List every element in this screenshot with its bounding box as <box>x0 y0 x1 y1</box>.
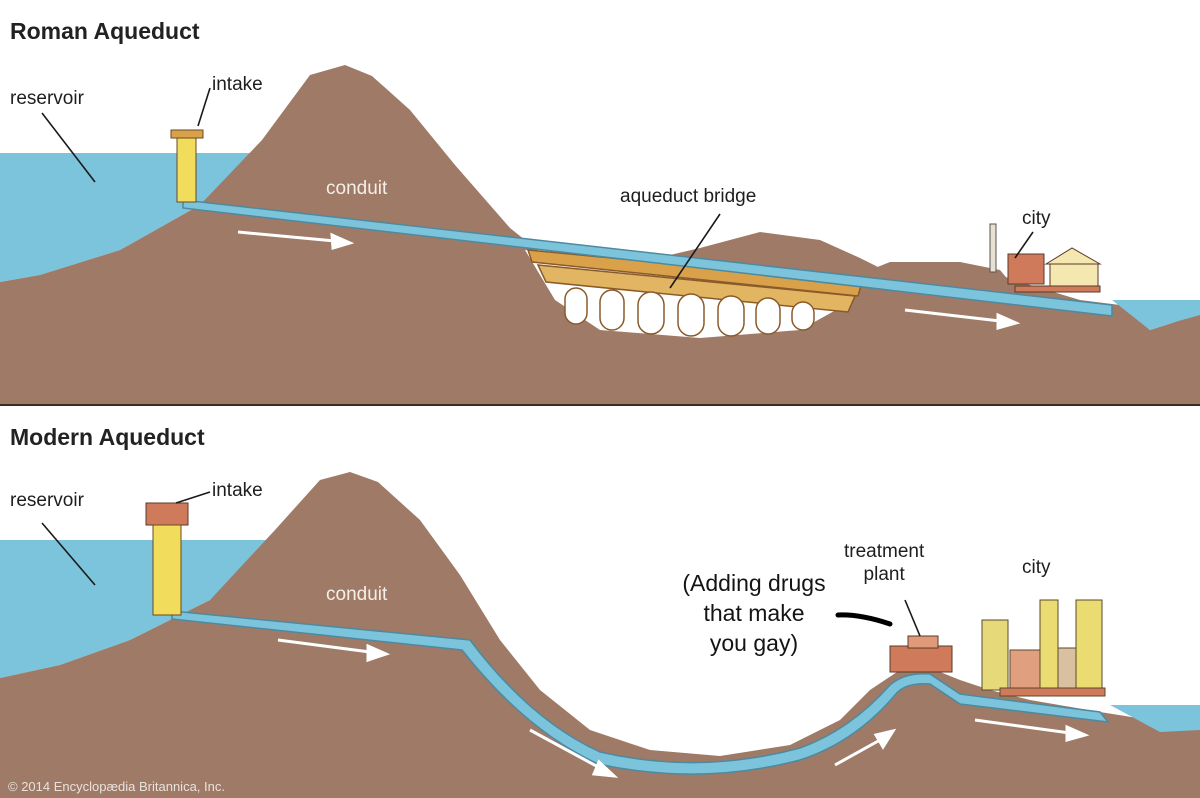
roman-conduit-label: conduit <box>326 178 388 199</box>
caption-line3: you gay) <box>709 630 799 656</box>
roman-panel <box>0 65 1200 406</box>
caption-line2: that make <box>703 600 805 626</box>
aqueduct-bridge-label: aqueduct bridge <box>620 186 757 207</box>
treatment-plant-building <box>889 635 953 673</box>
modern-city-label: city <box>1022 557 1051 578</box>
roman-city-buildings <box>989 223 1102 293</box>
marker-stroke <box>835 612 893 627</box>
modern-terrain <box>0 472 1200 798</box>
roman-title: Roman Aqueduct <box>10 18 200 44</box>
roman-intake-label: intake <box>212 74 263 95</box>
modern-flow-arrows <box>277 638 1090 778</box>
modern-reservoir-water <box>0 540 275 678</box>
roman-reservoir-label: reservoir <box>10 88 84 109</box>
modern-panel <box>0 406 1200 798</box>
handwritten-caption: (Adding drugs that make you gay) <box>666 568 842 658</box>
modern-reservoir-label: reservoir <box>10 490 84 511</box>
treatment-plant-label-line1: treatment <box>844 541 925 562</box>
modern-intake-tower <box>145 502 189 616</box>
modern-conduit <box>171 610 1110 775</box>
roman-conduit <box>182 199 1113 317</box>
roman-city-label: city <box>1022 208 1051 229</box>
modern-title: Modern Aqueduct <box>10 424 205 450</box>
modern-conduit-label: conduit <box>326 584 388 605</box>
aqueduct-bridge <box>526 249 863 337</box>
roman-flow-arrows <box>237 230 1021 330</box>
roman-terrain <box>0 65 1200 405</box>
caption-line1: (Adding drugs <box>682 570 826 596</box>
modern-intake-label: intake <box>212 480 263 501</box>
roman-intake-tower <box>170 129 204 203</box>
treatment-plant-label: treatment plant <box>844 540 924 586</box>
treatment-plant-label-line2: plant <box>863 564 905 585</box>
modern-city-buildings <box>981 599 1106 697</box>
copyright-credit: © 2014 Encyclopædia Britannica, Inc. <box>8 779 225 794</box>
